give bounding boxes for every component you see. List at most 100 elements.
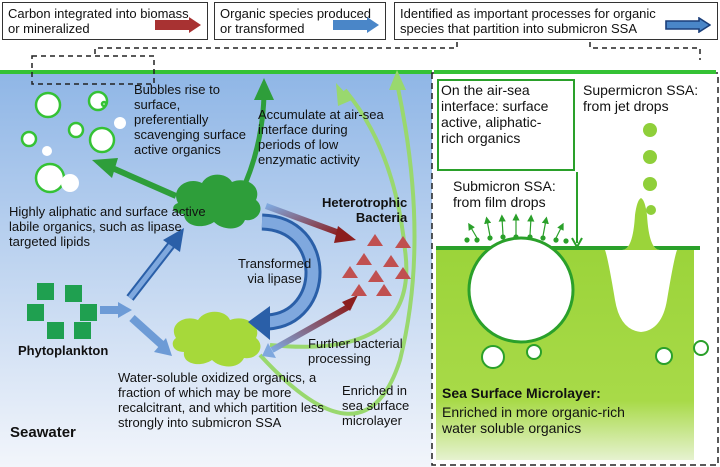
submicron-label: Submicron SSA: from film drops (453, 178, 556, 210)
inset-microlayer-line (436, 246, 700, 250)
lipase-arrow-head (248, 306, 270, 340)
air-sea-line: rich organics (441, 130, 521, 147)
legend-important-text-2: species that partition into submicron SS… (400, 21, 638, 36)
film-drops (464, 213, 569, 244)
legend-organic-text-1: Organic species produced (220, 6, 372, 21)
arrow-to-upper-blob-inner (128, 242, 174, 300)
enriched-label-line: Enriched in (342, 383, 408, 398)
air-sea-interface-box (437, 79, 575, 171)
sea-surface-line (0, 70, 432, 74)
microlayer-bubble (693, 340, 709, 356)
rising-bubbles (20, 90, 116, 194)
seawater-area (0, 72, 432, 467)
microlayer-bubble (481, 345, 505, 369)
legend-carbon: Carbon integrated into biomass or minera… (2, 2, 208, 40)
legend-important: Identified as important processes for or… (394, 2, 718, 40)
air-sea-pointer-head (571, 237, 583, 250)
rising-bubbles-plain (42, 117, 126, 192)
water-soluble-line: strongly into submicron SSA (118, 414, 282, 430)
air-sea-line: On the air-sea (441, 82, 530, 98)
legend-organic: Organic species produced or transformed (214, 2, 386, 40)
microlayer-title: Sea Surface Microlayer: (442, 385, 601, 401)
accumulate-label: Accumulate at air-sea interface during p… (258, 107, 384, 168)
supermicron-line: from jet drops (583, 98, 669, 115)
accumulate-label-line: periods of low (258, 136, 339, 152)
microlayer-bubble (526, 344, 542, 360)
legend-carbon-text-1: Carbon integrated into biomass (8, 6, 189, 21)
red-arrow-icon (155, 17, 201, 33)
accumulate-label-line: Accumulate at air-sea (258, 107, 384, 122)
air-sea-line: interface: surface (441, 98, 549, 115)
surface-highlight-box (31, 55, 155, 85)
arrow-to-lower-blob (129, 315, 165, 348)
arrow-to-upper-blob-head (163, 228, 184, 252)
jet-drop-cavity (605, 198, 677, 332)
phytoplankton-label: Phytoplankton (18, 343, 109, 358)
enriched-label: Enriched in sea surface microlayer (342, 383, 409, 429)
bubbles-label: Bubbles rise to surface, preferentially … (134, 82, 247, 158)
surface-active-organics-blob (173, 174, 261, 229)
arrow-from-bacteria-head (262, 343, 276, 358)
bacteria-label-line: Heterotrophic (322, 195, 408, 210)
transformed-label-line: Transformed (238, 256, 312, 271)
water-soluble-label: Water-soluble oxidized organics, a fract… (118, 370, 324, 431)
legend-important-text-1: Identified as important processes for or… (400, 6, 656, 21)
aliphatic-label: Highly aliphatic and surface active labi… (9, 204, 206, 250)
bubbles-label-line: preferentially (134, 111, 209, 127)
air-sea-interface-label: On the air-sea interface: surface active… (441, 82, 548, 146)
bubbles-label-line: scavenging surface (134, 126, 247, 142)
air-sea-line: active, aliphatic- (441, 114, 542, 131)
further-processing-line: processing (308, 350, 371, 366)
water-soluble-line: Water-soluble oxidized organics, a (118, 370, 317, 385)
arrow-to-bacteria-head (334, 226, 356, 243)
transformed-label: Transformed via lipase (238, 256, 312, 287)
legend-carbon-text-2: or mineralized (8, 21, 90, 36)
further-processing-line: Further bacterial (308, 336, 403, 351)
transformed-label-line: via lipase (247, 270, 302, 286)
blue-arrow-icon (333, 17, 379, 33)
arrow-to-lower-blob-head (154, 338, 172, 356)
jet-drop (643, 177, 657, 191)
inset-connector (589, 42, 701, 60)
accumulate-label-line: interface during (258, 121, 348, 137)
phyto-arrow-stem-head (118, 302, 132, 318)
arrow-to-bacteria (264, 203, 344, 237)
further-processing-label: Further bacterial processing (308, 336, 403, 367)
bacteria-triangles (342, 234, 411, 296)
microlayer-bubble (655, 347, 673, 365)
enrichment-arrow-2 (258, 87, 417, 416)
accumulate-label-line: enzymatic activity (258, 151, 360, 167)
arrow-from-bacteria-tail (342, 295, 358, 311)
aliphatic-label-line: labile organics, such as lipase (9, 218, 182, 234)
jet-drop (646, 205, 656, 215)
submicron-line: Submicron SSA: (453, 178, 556, 194)
bacteria-label-line: Bacteria (355, 209, 408, 225)
enrichment-arrow-1-head (336, 83, 352, 106)
arrow-to-surface-head (254, 78, 274, 100)
microlayer-desc-line: water soluble organics (442, 420, 582, 437)
aliphatic-label-line: Highly aliphatic and surface active (9, 204, 206, 219)
jet-column (622, 198, 660, 250)
phytoplankton-cells (27, 283, 97, 339)
bacteria-label: Heterotrophic Bacteria (322, 195, 408, 226)
bubbles-label-line: surface, (134, 96, 181, 112)
microlayer-description: Enriched in more organic-rich water solu… (442, 404, 625, 436)
arrow-to-bubbles (108, 164, 178, 199)
seawater-label: Seawater (10, 424, 76, 441)
submicron-line: from film drops (453, 194, 546, 211)
legend-connector (94, 42, 458, 56)
supermicron-label: Supermicron SSA: from jet drops (583, 82, 698, 114)
inset-surface-line (434, 70, 716, 74)
water-soluble-line: fraction of which may be more (118, 384, 292, 400)
film-drop-bubble (467, 236, 575, 344)
jet-drop (643, 123, 657, 137)
legend-organic-text-2: or transformed (220, 21, 305, 36)
enrichment-arrow-1 (269, 88, 409, 349)
arrow-to-bubbles-head (92, 158, 118, 178)
bubbles-label-line: Bubbles rise to (134, 82, 220, 97)
supermicron-line: Supermicron SSA: (583, 82, 699, 98)
enriched-label-line: microlayer (342, 412, 402, 428)
bubbles-label-line: active organics (134, 141, 221, 157)
